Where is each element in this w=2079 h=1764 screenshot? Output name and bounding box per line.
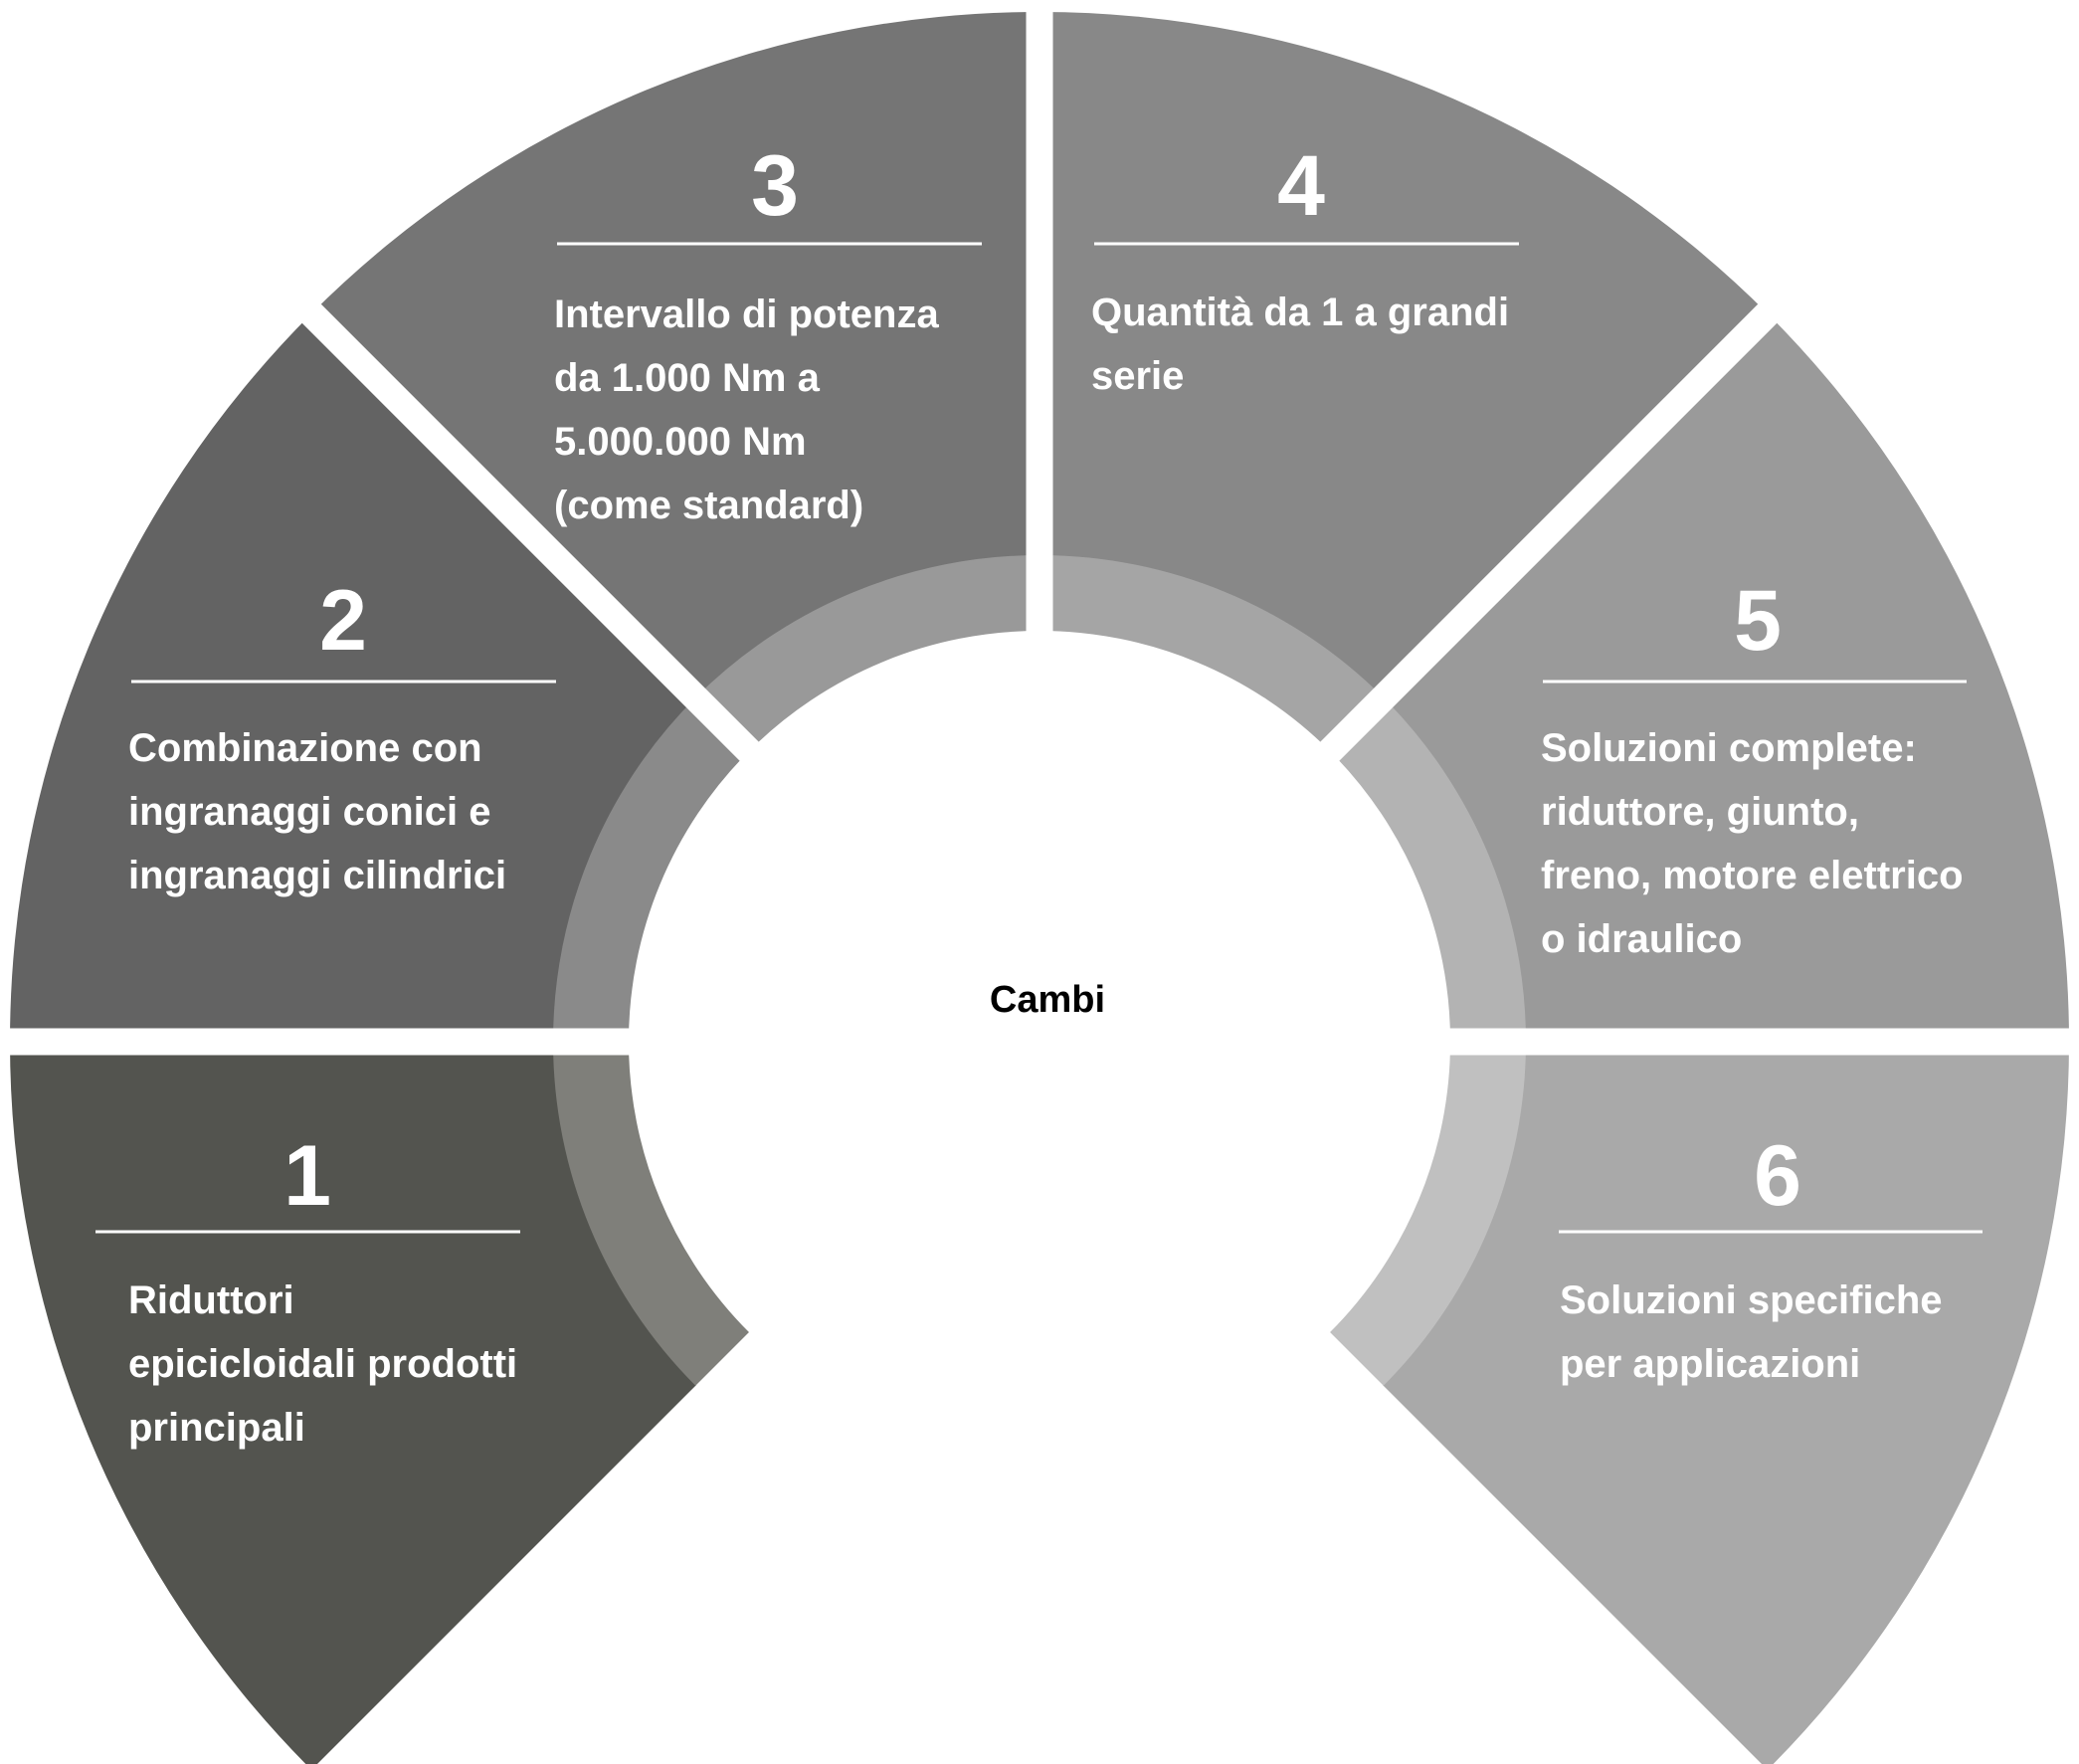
segment-text-line: epicicloidali prodotti [128,1342,517,1386]
segment-text-line: serie [1091,354,1184,398]
segment-number: 3 [751,138,799,234]
segment-6: 6 Soluzioni specifiche per applicazioni [1559,1128,1983,1386]
gap-line [294,296,763,765]
segment-6-sector [1383,1042,2069,1764]
segment-5-sector [1383,313,2069,1042]
gap-line [1316,296,1785,765]
segment-1: 1 Riduttori epicicloidali prodotti princ… [95,1128,520,1450]
segment-4-ring [1040,555,1384,751]
segment-number: 4 [1277,138,1325,234]
segment-text-line: da 1.000 Nm a [554,356,821,400]
segment-text-line: 5.000.000 Nm [554,420,807,464]
segment-3: 3 Intervallo di potenza da 1.000 Nm a 5.… [554,138,982,527]
segment-1-ring [553,1042,749,1386]
segment-1-sector [10,1042,696,1764]
segment-number: 5 [1734,573,1782,669]
segment-text-line: Soluzioni specifiche [1560,1278,1943,1322]
segment-text-line: Soluzioni complete: [1541,726,1917,770]
segment-text-line: freno, motore elettrico [1541,854,1964,897]
segment-number: 1 [284,1128,331,1224]
segment-3-ring [695,555,1040,751]
segment-text-line: principali [128,1406,305,1450]
segment-text-line: Riduttori [128,1278,294,1322]
segment-2-sector [10,313,696,1042]
segment-5: 5 Soluzioni complete: riduttore, giunto,… [1541,573,1967,961]
segment-5-ring [1330,697,1526,1042]
sectors [10,11,2069,1764]
center-label: Cambi [990,979,1105,1021]
segment-2-ring [553,697,749,1042]
segment-number: 2 [319,573,367,669]
segment-2: 2 Combinazione con ingranaggi conici e i… [128,573,556,897]
segment-text-line: Quantità da 1 a grandi [1091,291,1509,334]
segment-3-sector [311,12,1040,698]
segment-text-line: Combinazione con [128,726,482,770]
segment-text-line: Intervallo di potenza [554,293,939,336]
segment-4-sector [1040,11,1768,698]
segment-text-line: ingranaggi cilindrici [128,854,506,897]
segment-text-line: (come standard) [554,484,863,527]
segment-text-line: riduttore, giunto, [1541,790,1859,834]
segment-text-line: o idraulico [1541,917,1742,961]
segment-6-ring [1330,1042,1526,1386]
segment-number: 6 [1754,1128,1801,1224]
segment-4: 4 Quantità da 1 a grandi serie [1091,138,1519,398]
segment-text-line: per applicazioni [1560,1342,1860,1386]
segment-gaps [0,2,2079,1056]
segment-text-line: ingranaggi conici e [128,790,491,834]
